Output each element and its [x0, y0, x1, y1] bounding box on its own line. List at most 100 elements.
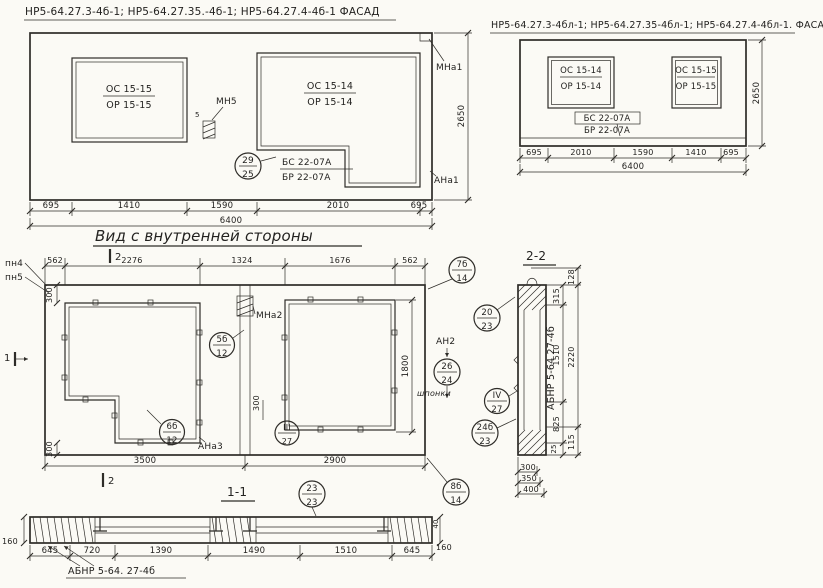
leader-line [146, 409, 162, 425]
leader-line [508, 390, 518, 397]
hatch [517, 284, 547, 311]
window-opening-left-inner [68, 306, 197, 440]
bs-label-box [574, 111, 641, 125]
detail-circle-bottom: 14 [450, 496, 461, 506]
hatch [32, 516, 94, 544]
dim-label: 350 [521, 474, 537, 483]
dim-label: 128 [567, 269, 576, 285]
dim-label: 720 [84, 546, 101, 556]
dim-label: 695 [723, 148, 739, 157]
window-opening-right-inner [288, 303, 392, 427]
detail-circle-bottom: 23 [306, 498, 317, 508]
label-abnr: АБНР 5-64. 27-4б [68, 566, 155, 577]
leader-line [616, 123, 621, 137]
section-mark-2-bottom: 2 [108, 476, 115, 487]
dimension-chain-bottom: 695 1410 1590 2010 695 6400 [26, 201, 436, 230]
facade-right-drawing: НР5-64.27.3-4бл-1; НР5-64.27.35-4бл-1; Н… [490, 20, 823, 176]
label-pn4: пн4 [5, 259, 23, 269]
dimension-chain-top: 562 2276 1324 1676 562 [41, 256, 429, 285]
opening-mark-top: ОС 15-14 [560, 66, 602, 76]
label-shponki: шпонки [417, 389, 451, 398]
section-body [29, 516, 433, 544]
leader-line [211, 106, 224, 121]
lifting-loop [526, 277, 538, 286]
frame-symbols [93, 517, 391, 532]
detail-circle-bottom: 12 [166, 436, 177, 446]
dim-label: 315 [552, 288, 561, 304]
dim-label: 160 [2, 537, 18, 546]
detail-circle-bottom: 14 [456, 274, 467, 284]
dim-label: 300 [520, 463, 536, 472]
dim-label: 695 [411, 201, 428, 211]
opening-mark-top: ОС 15-15 [675, 66, 717, 76]
leader-line [198, 436, 206, 443]
section-mark-2-top: 2 [115, 252, 122, 263]
detail-circle-top: 20 [481, 308, 492, 318]
section-1-1-drawing: 1-1 23 23 40 160 160 645 720 1390 1490 1… [2, 480, 452, 579]
dim-label: 2900 [324, 456, 346, 466]
dim-label: 562 [402, 256, 418, 265]
key-notches [513, 355, 519, 393]
detail-circle-bottom: 23 [479, 437, 490, 447]
label-bs: БС 22-07А [282, 158, 332, 168]
detail-circle [473, 304, 501, 332]
label-an2: АН2 [436, 337, 455, 347]
opening-mark-bottom: ОР 15-14 [561, 82, 602, 92]
window-opening-left [64, 302, 201, 444]
dimension-chain-bottom: 300 350 400 [514, 457, 548, 498]
detail-circle-top: 23 [306, 484, 317, 494]
panel-outline [44, 284, 426, 456]
leader-line [260, 156, 277, 162]
leader-line [496, 418, 517, 429]
leader-line [232, 329, 245, 339]
panel-outline [29, 32, 433, 201]
detail-circle-bottom: 27 [491, 405, 502, 415]
detail-circle-bottom: 27 [282, 437, 293, 446]
detail-circle-top: 29 [242, 156, 254, 166]
window-opening-right [671, 56, 722, 109]
dim-label: 645 [42, 546, 59, 556]
dim-label: 300 [45, 287, 54, 303]
label-mna2: МНа2 [256, 311, 283, 321]
leader-line [426, 457, 448, 483]
dim-label: 1510 [335, 546, 357, 556]
dim-label: 115 [567, 434, 576, 450]
dim-label: 2010 [327, 201, 349, 211]
corner-step [419, 33, 432, 42]
dim-ticks [53, 281, 61, 459]
facade-left-title: НР5-64.27.3-4б-1; НР5-64.27.35.-4б-1; НР… [25, 6, 380, 18]
detail-circle [158, 418, 186, 446]
dim-label: 1510 [552, 344, 561, 365]
label-mna1: МНа1 [436, 63, 463, 73]
opening-mark-bottom: ОР 15-15 [676, 82, 717, 92]
detail-circle [448, 256, 476, 284]
dim-label: 1590 [211, 201, 233, 211]
dim-label: 1410 [685, 148, 706, 157]
dim-label: 1390 [150, 546, 172, 556]
dimension-chain-bottom: 645 720 1390 1490 1510 645 [26, 545, 436, 561]
leader-line [24, 262, 48, 287]
facade-right-title: НР5-64.27.3-4бл-1; НР5-64.27.35-4бл-1; Н… [491, 20, 823, 31]
dim-label: 1676 [329, 256, 350, 265]
detail-circle-top: III [283, 423, 291, 432]
dim-total-label: 6400 [622, 162, 644, 172]
window-opening-left-inner [75, 61, 184, 139]
window-opening-right-inner [675, 60, 718, 105]
leader-line [427, 278, 453, 290]
section-2-2-drawing: 2-2 АБНР 5-64 27-4б 315 1510 825 25 128 … [471, 249, 582, 498]
mn5-detail [202, 120, 216, 139]
leader-line [496, 296, 516, 311]
hatch [236, 296, 254, 317]
dimension-chain-bottom: 695 2010 1590 1410 695 6400 [516, 148, 750, 176]
window-sill-lines [95, 526, 388, 534]
dim-total-label: 6400 [220, 216, 242, 226]
hatch [389, 516, 430, 544]
dimension-chain-height: 2650 [434, 29, 472, 204]
dim-label: 1800 [401, 355, 411, 377]
panel-outline [519, 39, 747, 147]
anchor-marks [61, 296, 398, 446]
section-mark-1: 1 [4, 353, 11, 364]
dimension-chain-bottom: 3500 2900 [41, 455, 429, 471]
detail-circle-top: 26 [441, 362, 452, 372]
dim-label: 695 [526, 148, 542, 157]
